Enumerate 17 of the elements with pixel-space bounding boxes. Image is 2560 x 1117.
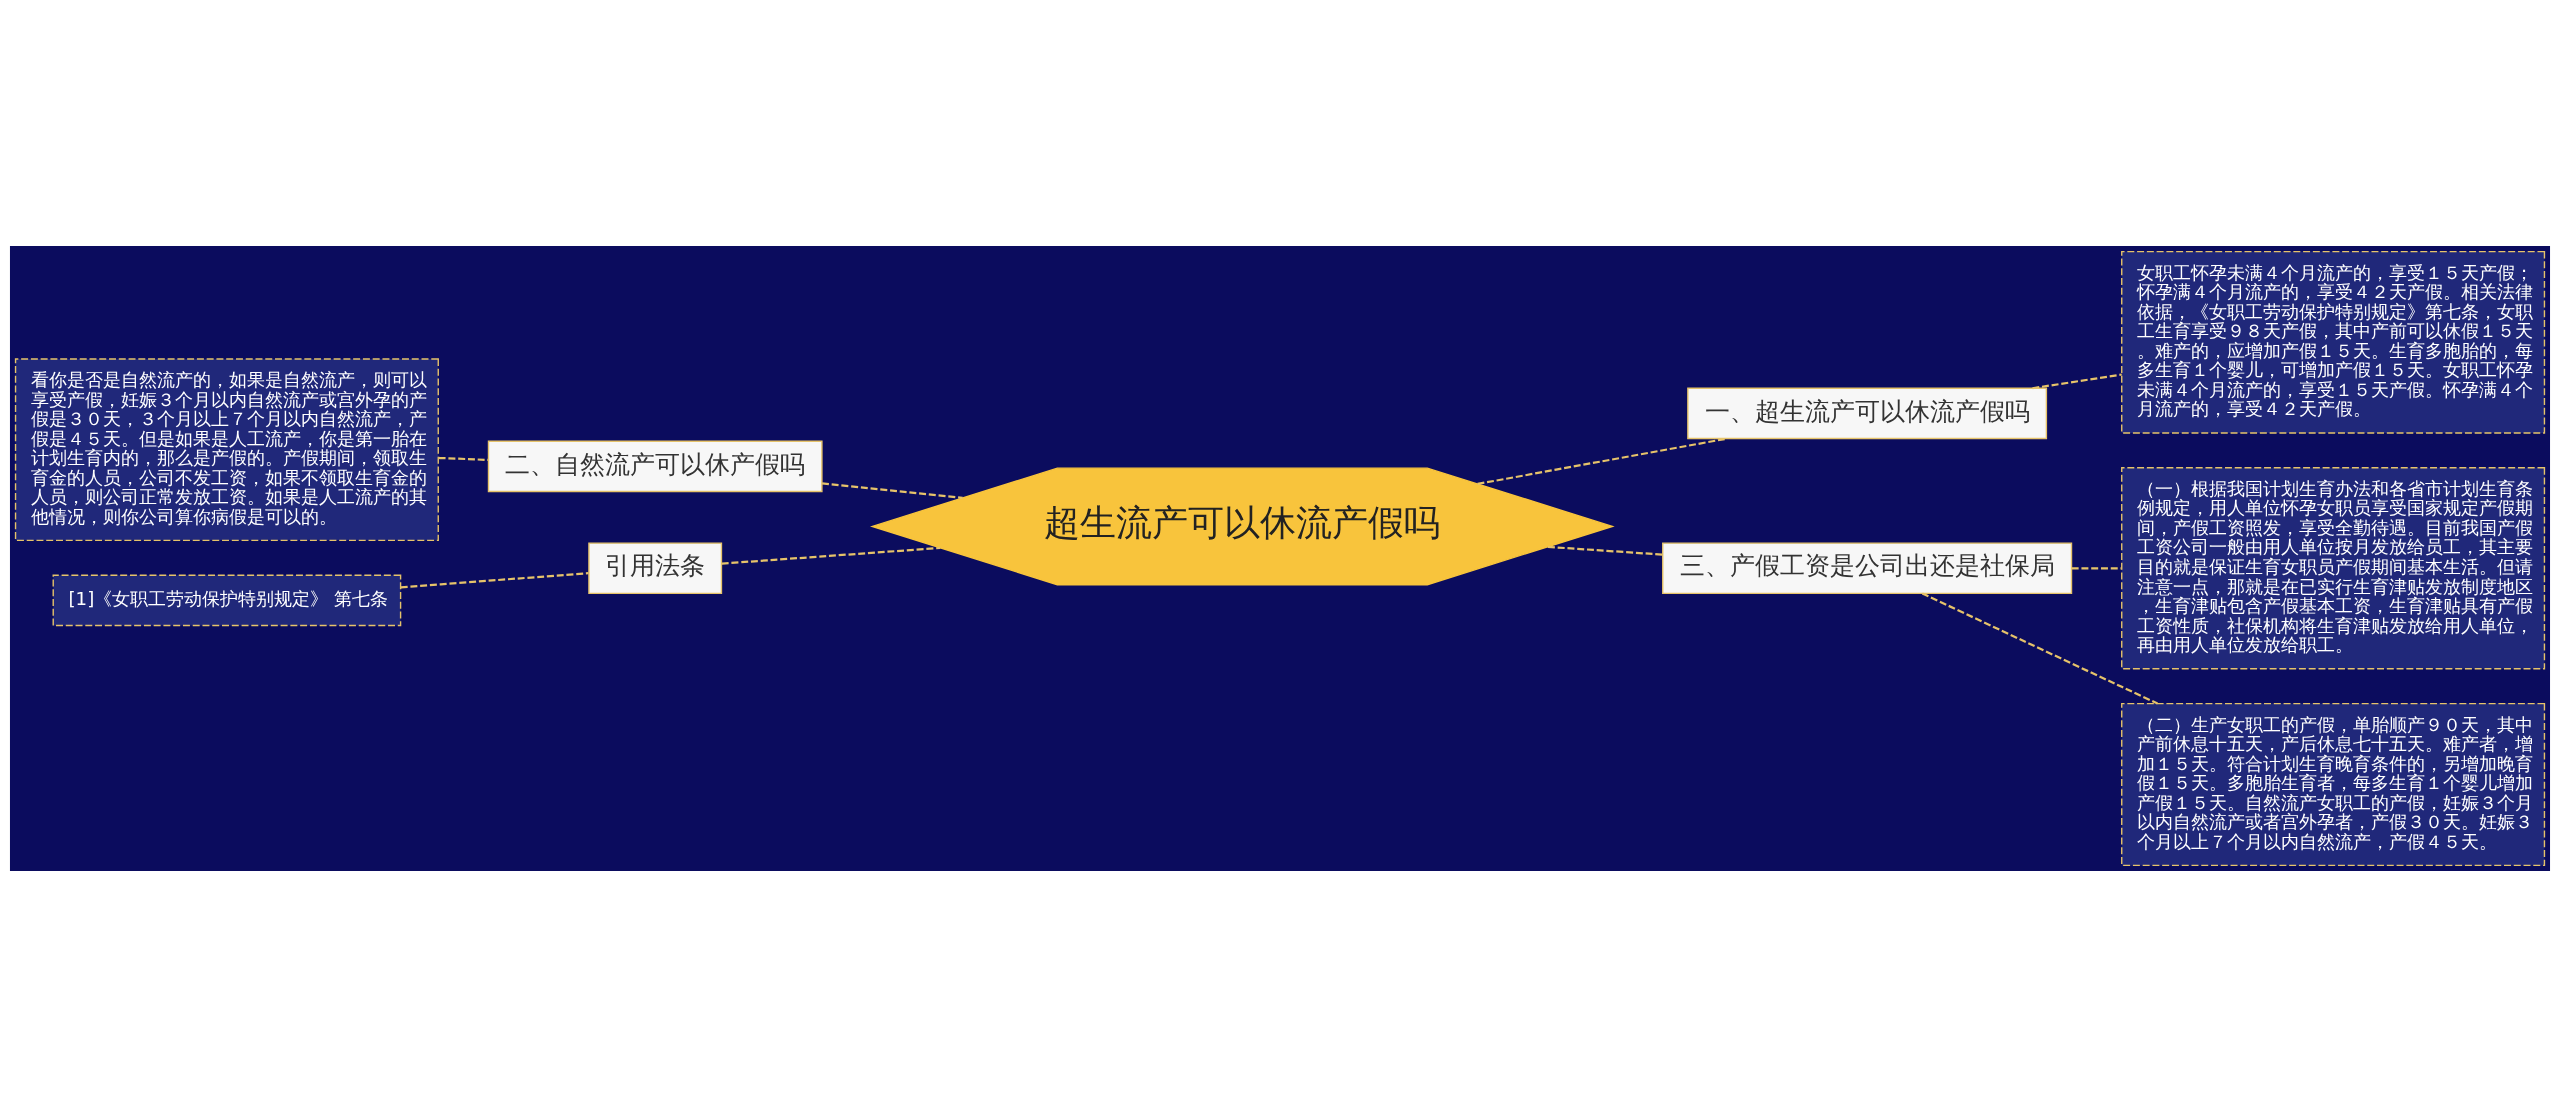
node-box: 看你是否是自然流产的，如果是自然流产，则可以享受产假，妊娠３个月以内自然流产或宫外孕的产假是３０天，３个月以上７个月以内自然流产，产假是４５天。但是如果是人工流产，你是第一胎在计划生育内的，那么是产假的。产假期间，领取生育金的人员，公司不发工资，如果不领取生育金的人员，则公司正常发放工资。如果是人工流产的其他情况，则你公司算你病假是可以的。: [14, 358, 439, 542]
connector: [1477, 437, 1728, 486]
node-box: （一）根据我国计划生育办法和各省市计划生育条例规定，用人单位怀孕女职员享受国家规定产假期间，产假工资照发，享受全勤待遇。目前我国产假工资公司一般由用人单位按月发放给员工，其主要目的就是保证生育女职员产假期间基本生活。但请注意一点，那就是在已实行生育津贴发放制度地区，生育津贴包含产假基本工资，生育津贴具有产假工资性质，社保机构将生育津贴发放给用人单位，再由用人单位发放给职工。: [2121, 467, 2546, 670]
node-box: 二、自然流产可以休产假吗: [487, 440, 823, 493]
connector: [400, 572, 589, 589]
connector: [1547, 545, 1663, 556]
node-box: 女职工怀孕未满４个月流产的，享受１５天产假；怀孕满４个月流产的，享受４２天产假。相关法律依据，《女职工劳动保护特别规定》第七条，女职工生育享受９８天产假，其中产前可以休假１５天。难产的，应增加产假１５天。生育多胞胎的，每多生育１个婴儿，可增加产假１５天。女职工怀孕未满４个月流产的，享受１５天产假。怀孕满４个月流产的，享受４２天产假。: [2121, 250, 2546, 434]
node-box: 三、产假工资是公司出还是社保局: [1662, 542, 2073, 595]
connector: [2032, 373, 2122, 390]
node-box: （二）生产女职工的产假，单胎顺产９０天，其中产前休息十五天，产后休息七十五天。难产者，增加１５天。符合计划生育晚育条件的，另增加晚育假１５天。多胞胎生育者，每多生育１个婴儿增加产假１５天。自然流产女职工的产假，妊娠３个月以内自然流产或者宫外孕者，产假３０天。妊娠３个月以上７个月以内自然流产，产假４５天。: [2121, 702, 2546, 867]
connector: [438, 456, 489, 462]
connector: [2071, 567, 2122, 570]
node-box: 引用法条: [588, 542, 723, 595]
connector: [821, 482, 963, 499]
connector: [721, 546, 941, 565]
node-box: 一、超生流产可以休流产假吗: [1687, 387, 2048, 440]
node-box: [1]《女职工劳动保护特别规定》 第七条: [52, 574, 402, 627]
